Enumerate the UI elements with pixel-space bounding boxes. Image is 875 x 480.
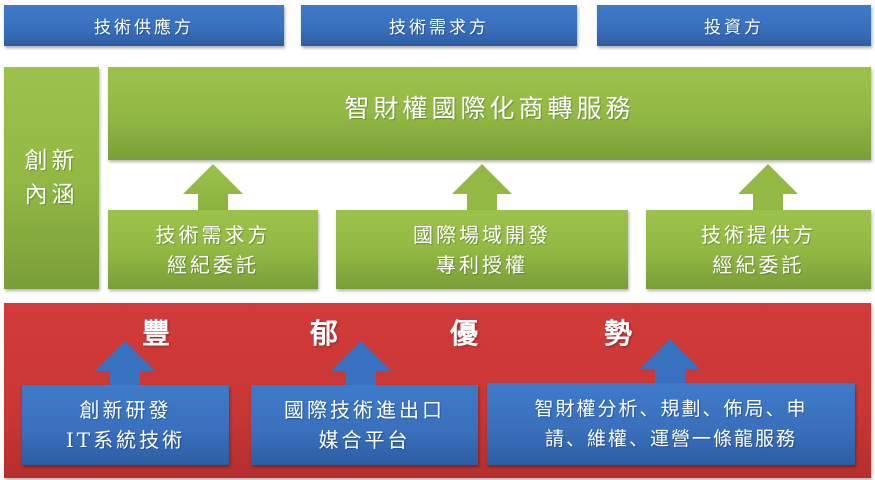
box-line-2: 經紀委託 bbox=[167, 252, 259, 277]
box-line-1: 創新研發 bbox=[79, 398, 172, 422]
arrow-up-icon bbox=[183, 164, 243, 212]
arrow-up-icon bbox=[95, 341, 155, 387]
advantage-box-rd-it: 創新研發 IT系統技術 bbox=[22, 385, 229, 465]
advantage-box-ip-services: 智財權分析、規劃、佈局、申 請、維權、運營一條龍服務 bbox=[487, 383, 855, 465]
box-line-1: 國際技術進出口 bbox=[284, 398, 445, 422]
service-title-box: 智財權國際化商轉服務 bbox=[108, 67, 871, 160]
box-line-1: 技術提供方 bbox=[701, 222, 816, 247]
box-line-1: 技術需求方 bbox=[155, 222, 271, 247]
service-title: 智財權國際化商轉服務 bbox=[344, 93, 635, 123]
innovation-side-label-2: 內涵 bbox=[24, 182, 79, 208]
party-box-tech-supplier: 技術供應方 bbox=[4, 5, 284, 46]
advantage-title-char: 優 bbox=[450, 317, 479, 350]
advantage-title-char: 勢 bbox=[604, 317, 633, 350]
party-box-investor: 投資方 bbox=[597, 5, 871, 46]
box-line-1: 智財權分析、規劃、佈局、申 bbox=[534, 398, 808, 420]
arrow-up-icon bbox=[331, 341, 391, 387]
innovation-box-supplier-brokerage: 技術提供方 經紀委託 bbox=[646, 210, 871, 289]
party-label: 技術需求方 bbox=[389, 18, 489, 38]
advantage-title-char: 豐 bbox=[142, 317, 171, 350]
box-line-1: 國際場域開發 bbox=[413, 222, 551, 247]
party-box-tech-demander: 技術需求方 bbox=[301, 5, 577, 46]
innovation-side-box: 創新 內涵 bbox=[4, 67, 99, 289]
arrow-up-icon bbox=[640, 339, 700, 385]
advantage-title-char: 郁 bbox=[310, 317, 339, 350]
box-line-2: 經紀委託 bbox=[712, 252, 805, 277]
box-line-2: 媒合平台 bbox=[318, 428, 411, 452]
box-line-2: IT系統技術 bbox=[65, 428, 186, 452]
party-label: 投資方 bbox=[704, 18, 764, 38]
innovation-box-demander-brokerage: 技術需求方 經紀委託 bbox=[108, 210, 318, 289]
box-line-2: 請、維權、運營一條龍服務 bbox=[544, 428, 797, 450]
arrow-up-icon bbox=[452, 164, 512, 212]
innovation-side-label-1: 創新 bbox=[24, 148, 79, 174]
party-label: 技術供應方 bbox=[94, 18, 194, 38]
box-line-2: 專利授權 bbox=[436, 252, 528, 277]
arrow-up-icon bbox=[738, 164, 798, 212]
innovation-box-intl-licensing: 國際場域開發 專利授權 bbox=[336, 210, 628, 289]
advantage-box-matching-platform: 國際技術進出口 媒合平台 bbox=[251, 385, 478, 465]
